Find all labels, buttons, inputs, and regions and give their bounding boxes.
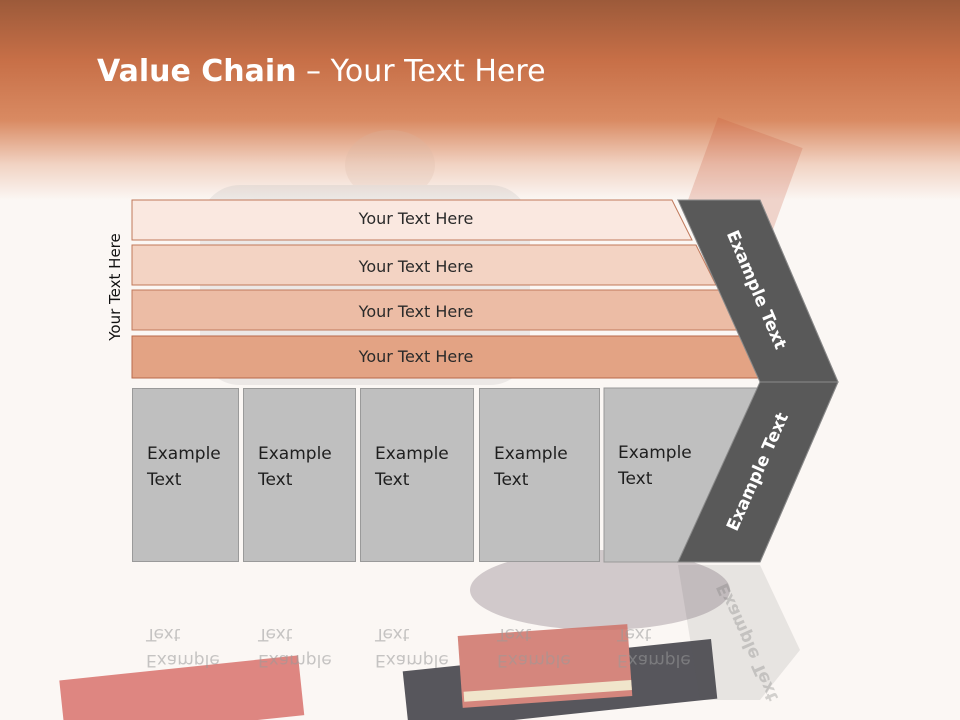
column-1: Example Text — [132, 388, 239, 562]
column-5-line1: Example — [618, 443, 692, 463]
column-1-line1: Example — [147, 444, 221, 464]
chevron-lower — [677, 381, 839, 563]
slide-title-bold: Value Chain — [97, 54, 297, 89]
bar-label-3: Your Text Here — [358, 302, 474, 321]
column-2: Example Text — [243, 388, 356, 562]
chevron-reflection — [678, 565, 800, 700]
column-4-text: Example Text — [494, 441, 584, 493]
column-3-line2: Text — [375, 470, 410, 490]
column-1-line2: Text — [147, 470, 182, 490]
column-2-text: Example Text — [258, 441, 348, 493]
slide-title-rest: – Your Text Here — [296, 54, 546, 89]
header-band — [0, 0, 960, 200]
column-4: Example Text — [479, 388, 600, 562]
background-person-legs — [470, 550, 730, 630]
column-4-line2: Text — [494, 470, 529, 490]
column-3-line1: Example — [375, 444, 449, 464]
slide-title: Value Chain – Your Text Here — [97, 54, 546, 89]
bar-shape-1 — [131, 199, 693, 241]
column-5-line2: Text — [618, 469, 653, 489]
background-person-head — [345, 130, 435, 200]
column-5-text: Example Text — [618, 440, 708, 492]
column-3: Example Text — [360, 388, 474, 562]
column-1-text: Example Text — [147, 441, 237, 493]
column-4-line1: Example — [494, 444, 568, 464]
bar-label-1: Your Text Here — [358, 209, 474, 228]
column-2-line2: Text — [258, 470, 293, 490]
column-3-text: Example Text — [375, 441, 465, 493]
column-5: Example Text — [604, 388, 704, 562]
column-2-line1: Example — [258, 444, 332, 464]
background-book-pages — [463, 680, 632, 702]
bar-label-2: Your Text Here — [358, 257, 474, 276]
bar-label-4: Your Text Here — [358, 347, 474, 366]
background-book-left — [59, 655, 305, 720]
